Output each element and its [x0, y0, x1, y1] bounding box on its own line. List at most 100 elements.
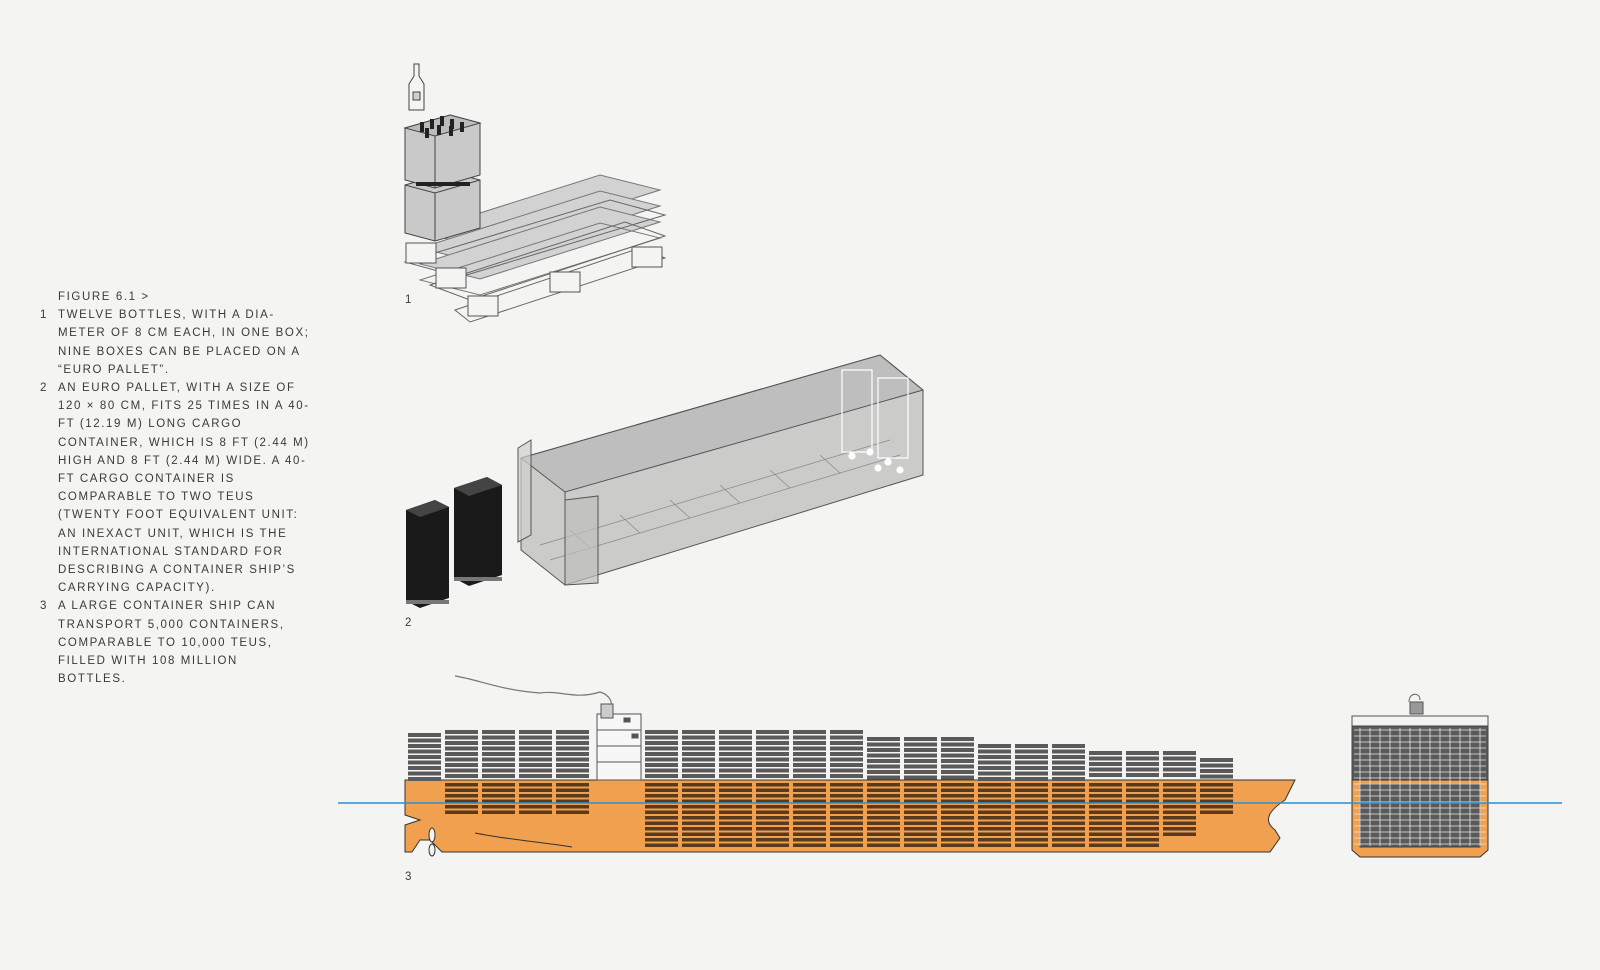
deck-container	[482, 768, 515, 773]
hold-container-stacks	[445, 783, 1233, 847]
deck-container	[830, 741, 863, 745]
hold-container	[682, 805, 715, 809]
hold-container	[519, 794, 552, 798]
hold-container	[1089, 816, 1122, 820]
hold-container	[1052, 821, 1085, 825]
deck-container	[482, 757, 515, 762]
deck-container	[941, 775, 974, 780]
deck-container	[519, 746, 552, 751]
caption-number: 2	[40, 382, 48, 395]
hold-container	[1015, 827, 1048, 831]
hold-container	[978, 827, 1011, 831]
deck-container	[867, 759, 900, 763]
hold-container	[793, 832, 826, 836]
deck-container	[793, 746, 826, 751]
hold-container	[1126, 810, 1159, 814]
deck-container	[904, 737, 937, 741]
deck-container	[1052, 777, 1085, 781]
deck-container	[756, 746, 789, 751]
ship-bridge	[596, 703, 642, 781]
hold-container	[719, 788, 752, 792]
deck-container	[645, 741, 678, 745]
hold-container	[645, 794, 678, 798]
hold-container	[645, 810, 678, 814]
hold-container	[482, 805, 515, 809]
deck-container	[556, 730, 589, 734]
deck-container	[682, 757, 715, 762]
hold-container	[793, 810, 826, 814]
hold-container	[978, 832, 1011, 836]
deck-container	[1126, 751, 1159, 755]
deck-container	[445, 774, 478, 778]
hold-container	[756, 827, 789, 831]
hold-container	[904, 838, 937, 842]
hold-container	[830, 794, 863, 798]
deck-container	[556, 757, 589, 762]
deck-container	[482, 741, 515, 745]
loaded-pallet-back	[454, 477, 502, 586]
deck-container	[682, 768, 715, 773]
deck-container	[1052, 771, 1085, 776]
hold-container	[867, 821, 900, 825]
deck-container	[445, 730, 478, 734]
hold-container	[867, 788, 900, 792]
deck-container	[1052, 760, 1085, 765]
hold-container	[1163, 832, 1196, 836]
deck-container	[519, 741, 552, 745]
deck-container	[1163, 762, 1196, 766]
hold-container	[719, 783, 752, 787]
hold-container	[904, 794, 937, 798]
hold-container	[904, 821, 937, 825]
deck-container	[756, 752, 789, 756]
deck-container	[1163, 751, 1196, 755]
deck-container	[904, 764, 937, 769]
deck-container	[719, 757, 752, 762]
hold-container	[941, 805, 974, 809]
deck-container	[1089, 762, 1122, 766]
hold-container	[519, 799, 552, 803]
hold-container	[1015, 816, 1048, 820]
hold-container	[978, 821, 1011, 825]
deck-container	[904, 753, 937, 758]
deck-container	[793, 752, 826, 756]
hold-container	[719, 821, 752, 825]
hold-container	[793, 838, 826, 842]
deck-container	[1015, 766, 1048, 770]
deck-container	[867, 748, 900, 752]
hold-container	[941, 832, 974, 836]
hold-container	[793, 794, 826, 798]
hold-container	[904, 832, 937, 836]
deck-container	[682, 774, 715, 778]
deck-container	[1163, 773, 1196, 777]
deck-container	[719, 774, 752, 778]
hold-container	[1126, 838, 1159, 842]
hold-container	[445, 799, 478, 803]
hold-container	[867, 794, 900, 798]
hold-container	[941, 783, 974, 787]
hold-container	[1089, 821, 1122, 825]
deck-container	[519, 763, 552, 767]
hold-container	[867, 838, 900, 842]
hold-container	[1126, 843, 1159, 847]
caption-item-2: 2 AN EURO PALLET, WITH A SIZE OF 120 × 8…	[40, 379, 310, 597]
hold-container	[1052, 794, 1085, 798]
deck-container	[830, 746, 863, 751]
hold-container	[1163, 799, 1196, 803]
deck-container	[793, 730, 826, 734]
hold-container	[830, 816, 863, 820]
deck-container	[1163, 767, 1196, 772]
hold-container	[719, 816, 752, 820]
deck-container	[830, 763, 863, 767]
hold-container	[1052, 827, 1085, 831]
hold-container	[1163, 788, 1196, 792]
deck-container	[519, 757, 552, 762]
deck-container	[941, 737, 974, 741]
deck-container	[519, 774, 552, 778]
caption-item-1: 1 TWELVE BOTTLES, WITH A DIA- METER OF 8…	[40, 306, 310, 379]
hold-container	[682, 821, 715, 825]
deck-container	[1015, 771, 1048, 776]
deck-container	[904, 748, 937, 752]
hold-container	[519, 788, 552, 792]
loaded-pallet-front	[406, 500, 449, 608]
deck-container	[445, 752, 478, 756]
